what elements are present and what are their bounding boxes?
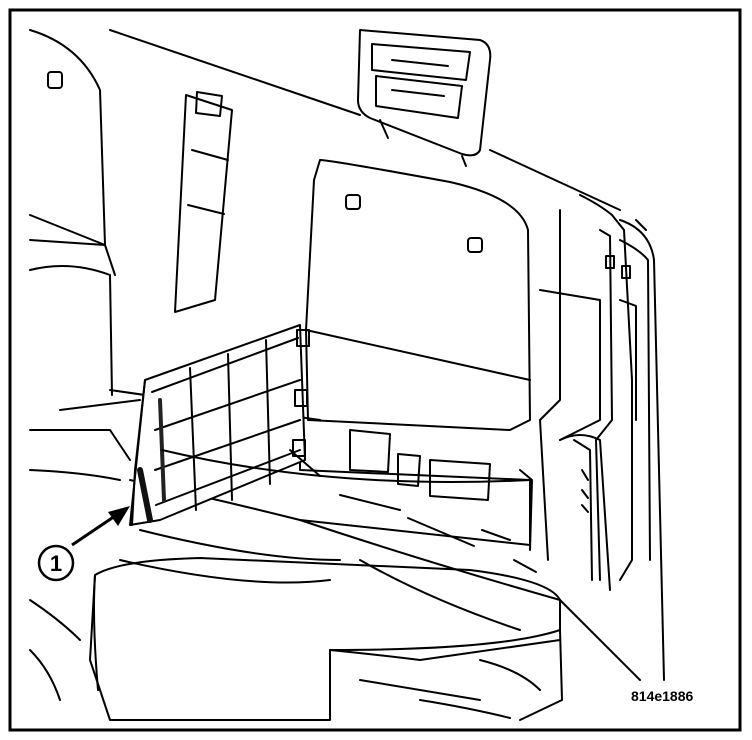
removable-panel [129, 324, 531, 526]
callout-leader [71, 506, 130, 547]
figure-border [8, 8, 742, 732]
callout-marker: 1 [37, 544, 75, 582]
callout-number: 1 [50, 551, 62, 576]
figure-id-label: 814e1886 [631, 688, 694, 704]
